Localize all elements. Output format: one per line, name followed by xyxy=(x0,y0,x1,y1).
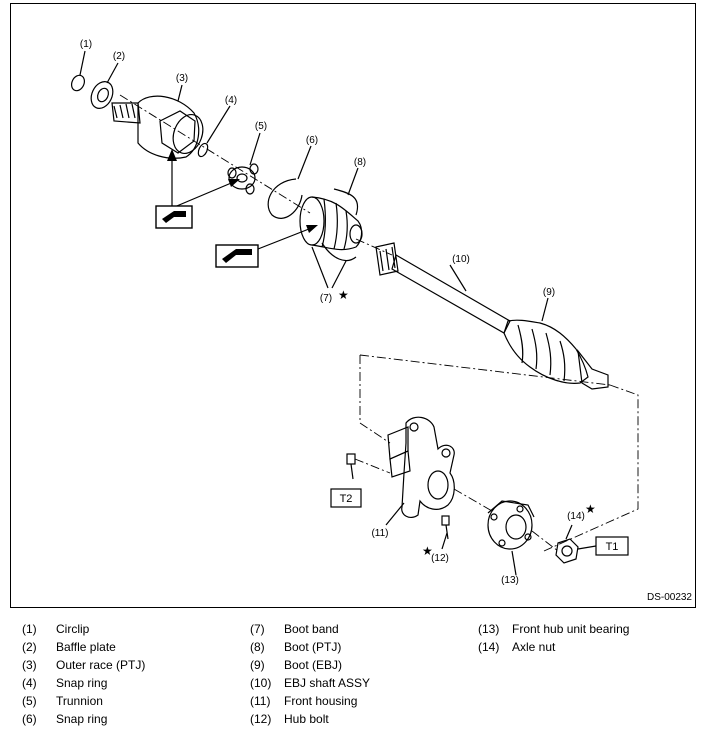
leader-line-7a xyxy=(311,246,329,289)
callout-12: (12) xyxy=(431,553,449,564)
callout-4: (4) xyxy=(225,95,237,106)
ebj-shaft-part xyxy=(375,242,511,334)
leader-line-2 xyxy=(106,62,119,84)
callout-14: (14) xyxy=(567,511,585,522)
callout-13: (13) xyxy=(501,575,519,586)
callout-3: (3) xyxy=(176,73,188,84)
callout-11: (11) xyxy=(371,528,388,539)
exploded-drive-shaft-diagram: T2 T1 (1) (2) (3) (4) (5) (6) (8) (7) ★ … xyxy=(70,39,639,586)
leader-line-7b xyxy=(331,260,347,289)
grease-arrow-3-line xyxy=(257,226,315,250)
leader-line-3 xyxy=(177,84,183,102)
star-icon: ★ xyxy=(585,502,596,516)
assembly-axis-line-3 xyxy=(543,384,639,552)
leader-line-11 xyxy=(385,502,405,526)
leader-line-5 xyxy=(249,132,261,166)
leader-line-6 xyxy=(297,145,312,180)
assembly-axis-line xyxy=(119,94,311,214)
torque-tag-t1-label: T1 xyxy=(606,541,619,553)
star-icon: ★ xyxy=(422,544,433,558)
callout-8: (8) xyxy=(354,157,366,168)
callout-1: (1) xyxy=(80,39,92,50)
circlip-part xyxy=(70,74,86,92)
assembly-axis-line-6 xyxy=(453,488,493,512)
callout-9: (9) xyxy=(543,287,555,298)
leader-line-4 xyxy=(206,105,231,144)
callout-10: (10) xyxy=(452,254,470,265)
leader-line-10 xyxy=(449,264,467,292)
assembly-axis-line-2 xyxy=(355,238,393,256)
callout-6: (6) xyxy=(306,135,318,146)
assembly-axis-line-5 xyxy=(359,355,391,444)
parts-legend: (1)Circlip (2)Baffle plate (3)Outer race… xyxy=(22,622,630,726)
leader-line-13 xyxy=(511,550,517,576)
callout-5: (5) xyxy=(255,121,267,132)
leader-line-12 xyxy=(441,532,448,550)
trunnion-part xyxy=(227,163,259,195)
callout-2: (2) xyxy=(113,51,125,62)
bolt-t2-part xyxy=(346,453,356,480)
assembly-axis-line-8 xyxy=(354,458,391,474)
leader-line-1 xyxy=(79,50,86,76)
boot-ebj-part xyxy=(503,319,609,390)
assembly-axis-line-4 xyxy=(359,354,611,386)
torque-tag-t1: T1 xyxy=(577,536,629,556)
snap-ring-6-part xyxy=(267,178,303,219)
snap-ring-4-part xyxy=(197,142,209,158)
leader-line-8 xyxy=(347,167,359,196)
torque-tag-t2-label: T2 xyxy=(340,493,353,505)
callout-7: (7) xyxy=(320,293,332,304)
assembly-axis-line-7 xyxy=(531,530,559,552)
leader-line-9 xyxy=(541,297,549,322)
diagram-frame xyxy=(10,3,696,608)
front-housing-part xyxy=(387,416,455,519)
hub-bolt-part xyxy=(441,515,450,540)
grease-icon xyxy=(155,205,193,229)
grease-arrow-2-line xyxy=(171,180,237,209)
figure-code: DS-00232 xyxy=(646,592,692,603)
outer-race-part xyxy=(111,95,204,159)
axle-nut-part xyxy=(555,538,579,564)
grease-icon xyxy=(215,244,259,268)
torque-tag-t2: T2 xyxy=(330,488,362,508)
boot-ptj-part xyxy=(299,188,363,262)
front-hub-unit-bearing-part xyxy=(487,500,535,550)
star-icon: ★ xyxy=(338,288,349,302)
leader-line-14 xyxy=(565,524,573,540)
